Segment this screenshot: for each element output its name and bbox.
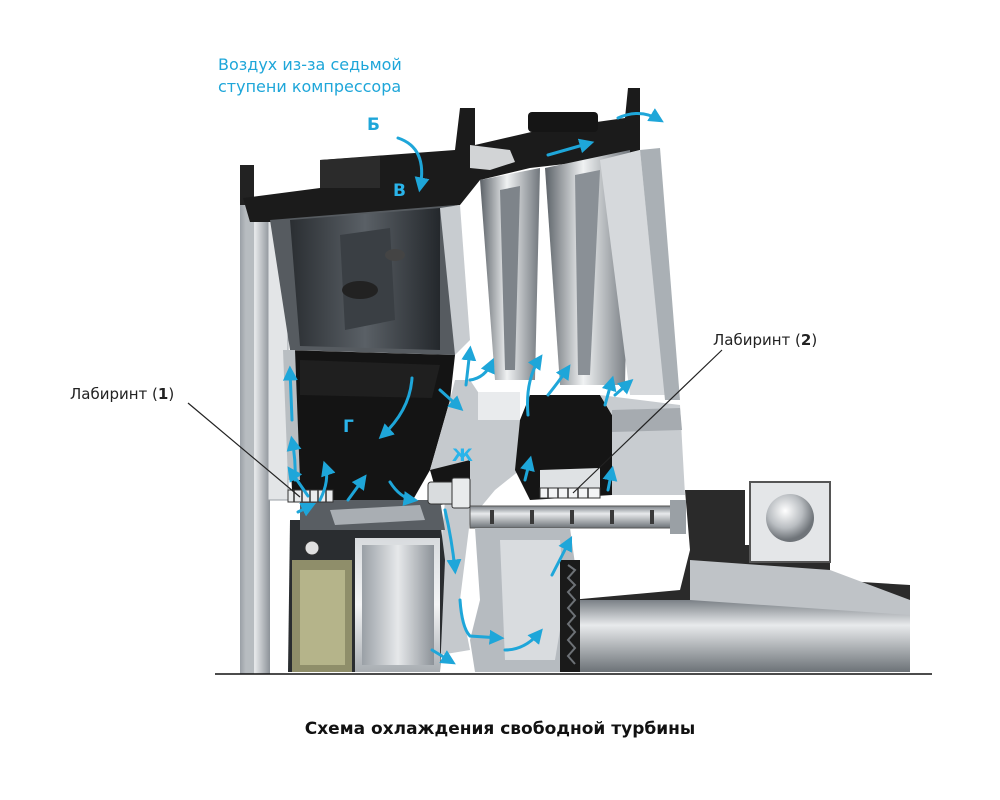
bolt-head	[427, 477, 471, 509]
cavity-label-zh: Ж	[452, 446, 473, 466]
outer-casing-top	[243, 88, 640, 222]
flow-arrow-icon	[318, 460, 336, 502]
flow-arrow-icon	[546, 364, 571, 397]
flow-arrow-icon	[468, 357, 495, 382]
cooling-flow-arrows	[282, 108, 664, 665]
bearing-assembly	[288, 500, 445, 672]
labyrinth-1-seal	[287, 489, 334, 503]
cavity-label-v: В	[393, 181, 406, 201]
diagram-caption: Схема охлаждения свободной турбины	[304, 719, 696, 739]
flow-arrow-icon	[601, 375, 617, 407]
flow-arrow-icon	[296, 502, 317, 517]
flow-arrow-icon	[346, 474, 367, 502]
shaft-housing	[469, 481, 910, 672]
flow-arrow-icon	[550, 535, 573, 577]
flow-arrow-icon	[430, 648, 456, 665]
flow-arrow-icon	[388, 480, 419, 506]
flow-arrow-icon	[282, 365, 298, 422]
flow-arrow-icon	[602, 465, 618, 492]
flow-arrow-icon	[458, 598, 505, 645]
labyrinth-2-seal	[539, 487, 601, 499]
cavity-label-b: Б	[367, 115, 380, 135]
labyrinth-2-label: Лабиринт (2)	[713, 331, 817, 349]
turbine-blades	[480, 148, 680, 400]
flow-arrow-icon	[520, 455, 535, 482]
flow-arrow-icon	[526, 354, 543, 417]
flow-arrow-icon	[546, 138, 595, 157]
air-source-label-line2: ступени компрессора	[218, 77, 401, 96]
leader-lines	[187, 349, 723, 498]
flow-arrow-icon	[613, 379, 634, 397]
flow-arrow-icon	[503, 628, 543, 652]
flow-arrow-icon	[443, 508, 462, 575]
flow-arrow-icon	[396, 136, 430, 193]
flow-arrow-icon	[378, 376, 414, 440]
air-source-label-line1: Воздух из-за седьмой	[218, 55, 402, 74]
cavity-label-g: Г	[343, 417, 354, 437]
flow-arrow-icon	[616, 108, 664, 123]
labyrinth-1-label: Лабиринт (1)	[70, 385, 174, 403]
flow-arrow-icon	[438, 388, 464, 412]
flow-arrow-icon	[287, 466, 310, 498]
flow-arrow-icon	[461, 345, 477, 387]
first-stage-nozzle	[270, 205, 470, 355]
